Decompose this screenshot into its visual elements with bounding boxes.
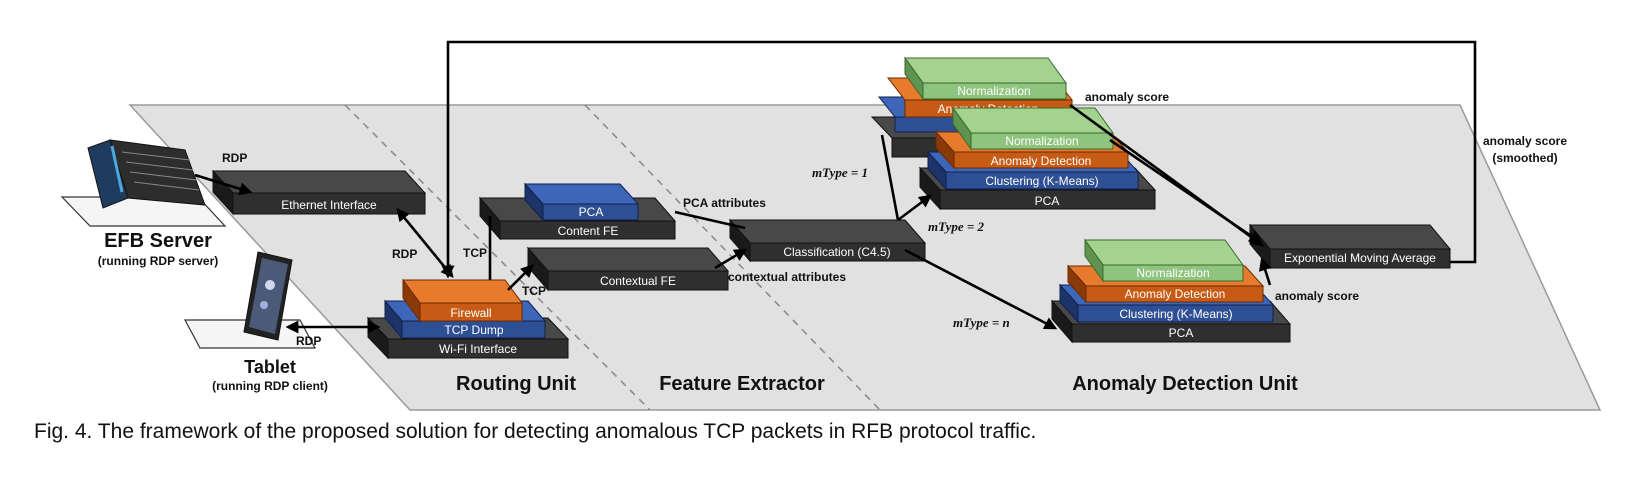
section-feature-extractor: Feature Extractor <box>659 373 825 395</box>
content-pca-box: PCA <box>523 182 640 222</box>
svg-text:Ethernet Interface: Ethernet Interface <box>281 198 377 212</box>
svg-text:Anomaly Detection: Anomaly Detection <box>1125 287 1226 301</box>
svg-text:PCA: PCA <box>579 205 604 219</box>
detector-stack-3: PCA Clustering (K-Means) Anomaly Detecti… <box>1050 238 1292 344</box>
svg-text:Exponential Moving Average: Exponential Moving Average <box>1284 251 1436 265</box>
svg-text:Clustering (K-Means): Clustering (K-Means) <box>1119 307 1232 321</box>
arrow-stack2-ema <box>1109 138 1263 244</box>
svg-text:Classification (C4.5): Classification (C4.5) <box>783 245 890 259</box>
label-mtype-2: mType = 2 <box>928 219 985 234</box>
feedback-arrow <box>441 40 1477 279</box>
label-tcp-contextual: TCP <box>522 284 546 298</box>
svg-text:TCP Dump: TCP Dump <box>444 323 503 337</box>
label-smoothed-line2: (smoothed) <box>1492 151 1557 165</box>
svg-text:Clustering (K-Means): Clustering (K-Means) <box>985 174 1098 188</box>
svg-text:Normalization: Normalization <box>1136 266 1209 280</box>
label-tcp-content: TCP <box>463 246 487 260</box>
label-anomaly-score-top: anomaly score <box>1085 90 1169 104</box>
label-contextual-attributes: contextual attributes <box>728 270 846 284</box>
arrow-contextual-classification <box>714 248 748 270</box>
svg-text:Wi-Fi Interface: Wi-Fi Interface <box>439 342 517 356</box>
section-routing-unit: Routing Unit <box>456 373 576 395</box>
label-pca-attributes: PCA attributes <box>683 196 766 210</box>
contextual-fe-box: Contextual FE <box>526 246 730 292</box>
svg-text:Firewall: Firewall <box>450 306 491 320</box>
detector-stack-2: PCA Clustering (K-Means) Anomaly Detecti… <box>918 106 1157 211</box>
svg-text:PCA: PCA <box>1169 326 1194 340</box>
line-content-classification <box>674 210 746 230</box>
label-smoothed-line1: anomaly score <box>1483 134 1567 148</box>
arrow-routing-contextual <box>507 264 534 291</box>
tablet-title: Tablet <box>244 357 296 377</box>
divider-routing-feature <box>344 104 651 411</box>
section-anomaly-detection: Anomaly Detection Unit <box>1072 373 1298 395</box>
svg-text:PCA: PCA <box>1035 194 1060 208</box>
arrow-class-stack1 <box>880 134 900 221</box>
efb-server-icon <box>60 139 227 227</box>
label-anomaly-score-bottom: anomaly score <box>1275 289 1359 303</box>
svg-text:Anomaly Detection: Anomaly Detection <box>991 154 1092 168</box>
label-rdp-ethernet: RDP <box>392 247 417 261</box>
arrow-server-ethernet <box>194 173 253 196</box>
label-rdp-server: RDP <box>222 151 247 165</box>
svg-text:Normalization: Normalization <box>1005 134 1078 148</box>
label-mtype-1: mType = 1 <box>812 165 868 180</box>
arrow-ethernet-routing <box>396 207 454 279</box>
arrow-class-stackn <box>904 248 1058 330</box>
svg-text:Content FE: Content FE <box>558 224 619 238</box>
firewall-box: Firewall <box>402 278 523 323</box>
classification-box: Classification (C4.5) <box>728 218 927 263</box>
arrow-stack3-ema <box>1258 257 1272 286</box>
efb-server-title: EFB Server <box>104 230 212 252</box>
efb-server-subtitle: (running RDP server) <box>98 254 218 268</box>
label-rdp-tablet: RDP <box>296 334 321 348</box>
svg-text:Normalization: Normalization <box>957 84 1030 98</box>
figure-caption: Fig. 4. The framework of the proposed so… <box>34 420 1037 443</box>
ema-box: Exponential Moving Average <box>1248 223 1452 270</box>
ethernet-interface-box: Ethernet Interface <box>211 169 427 216</box>
arrow-class-stack2 <box>897 194 933 222</box>
tablet-subtitle: (running RDP client) <box>212 379 328 393</box>
tablet-icon <box>183 251 317 349</box>
label-mtype-n: mType = n <box>953 315 1010 330</box>
svg-text:Contextual FE: Contextual FE <box>600 274 676 288</box>
